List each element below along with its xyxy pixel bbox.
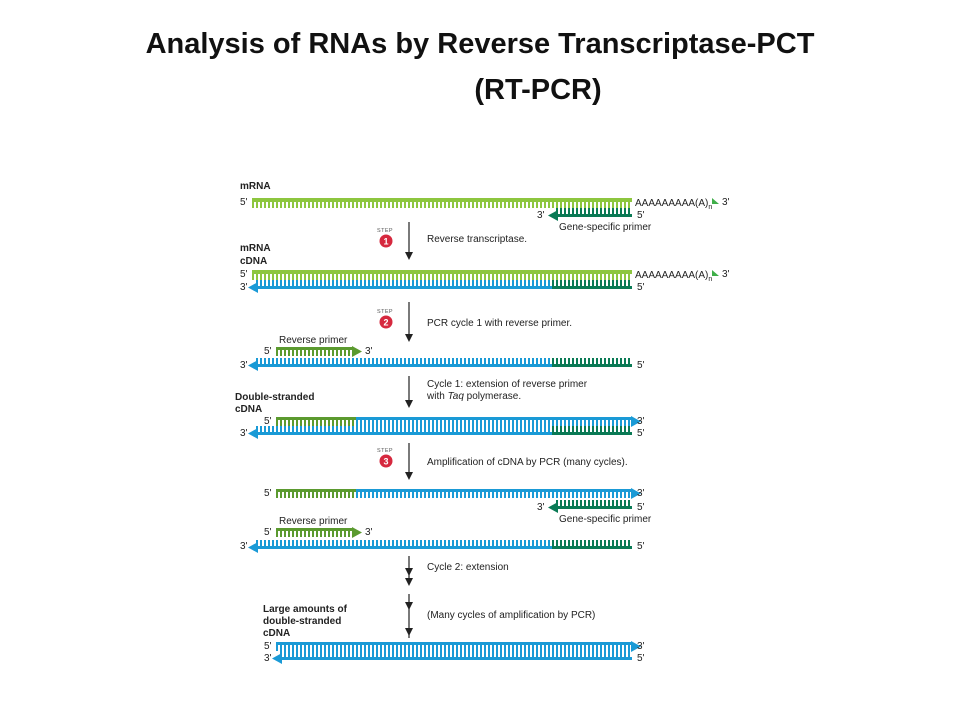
- end-label-5prime: 5': [264, 346, 272, 357]
- end-label-3prime: 3': [240, 282, 248, 293]
- cycle2-text: Cycle 2: extension: [427, 562, 509, 573]
- strand-bottom-cdna: [248, 426, 632, 439]
- gene-specific-primer-strand: [548, 500, 632, 513]
- end-label-5prime: 5': [240, 197, 248, 208]
- poly-a-tail: AAAAAAAAA(A)n: [635, 198, 712, 211]
- end-label-3prime: 3': [264, 653, 272, 664]
- svg-text:STEP: STEP: [377, 448, 393, 454]
- end-label-3prime: 3': [537, 210, 545, 221]
- svg-text:1: 1: [384, 237, 389, 247]
- svg-text:STEP: STEP: [377, 228, 393, 234]
- end-label-3prime: 3': [637, 488, 645, 499]
- label-gene-specific-primer: Gene-specific primer: [559, 222, 652, 233]
- strand-mrna: [252, 270, 632, 280]
- poly-a-arrowhead: [712, 270, 719, 276]
- step-badge: STEP 1: [377, 228, 393, 248]
- step-badge: STEP 2: [377, 309, 393, 329]
- end-label-5prime: 5': [240, 269, 248, 280]
- strand-bottom-cdna: [248, 540, 632, 553]
- label-mrna: mRNA: [240, 181, 271, 192]
- svg-text:3: 3: [384, 457, 389, 467]
- end-label-3prime: 3': [722, 269, 730, 280]
- end-label-5prime: 5': [264, 488, 272, 499]
- strand-cdna: [248, 358, 632, 371]
- down-arrow: [405, 443, 413, 480]
- down-arrow: [405, 376, 413, 408]
- down-arrow: [405, 302, 413, 342]
- end-label-3prime: 3': [637, 641, 645, 652]
- end-label-5prime: 5': [637, 428, 645, 439]
- page-subtitle: (RT-PCR): [474, 74, 602, 106]
- end-label-5prime: 5': [264, 416, 272, 427]
- down-arrow-double: [405, 594, 413, 638]
- step-text: PCR cycle 1 with reverse primer.: [427, 318, 572, 329]
- label-large-amounts: cDNA: [263, 628, 290, 639]
- down-arrow: [405, 222, 413, 260]
- svg-text:2: 2: [384, 318, 389, 328]
- strand-top-cdna: [276, 488, 641, 499]
- end-label-3prime: 3': [240, 360, 248, 371]
- end-label-3prime: 3': [637, 416, 645, 427]
- label-reverse-primer: Reverse primer: [279, 516, 348, 527]
- label-cdna: cDNA: [240, 256, 267, 267]
- step-text: Amplification of cDNA by PCR (many cycle…: [427, 457, 628, 468]
- reverse-primer-strand: [276, 527, 362, 538]
- strand-bottom-cdna: [272, 651, 632, 664]
- end-label-5prime: 5': [264, 641, 272, 652]
- many-cycles-text: (Many cycles of amplification by PCR): [427, 610, 595, 621]
- label-gene-specific-primer: Gene-specific primer: [559, 514, 652, 525]
- end-label-5prime: 5': [637, 653, 645, 664]
- svg-text:STEP: STEP: [377, 309, 393, 315]
- end-label-3prime: 3': [365, 346, 373, 357]
- gene-specific-primer-strand: [548, 208, 632, 221]
- end-label-3prime: 3': [240, 428, 248, 439]
- label-large-amounts: double-stranded: [263, 616, 341, 627]
- end-label-3prime: 3': [537, 502, 545, 513]
- end-label-5prime: 5': [637, 360, 645, 371]
- cycle1-text-taq: with Taq polymerase.: [426, 391, 521, 402]
- reverse-primer-strand: [276, 346, 362, 357]
- end-label-3prime: 3': [240, 541, 248, 552]
- label-mrna: mRNA: [240, 243, 271, 254]
- strand-top-cdna: [276, 641, 641, 652]
- strand-mrna: [252, 198, 632, 208]
- end-label-5prime: 5': [637, 541, 645, 552]
- end-label-5prime: 5': [637, 282, 645, 293]
- end-label-5prime: 5': [637, 502, 645, 513]
- strand-cdna: [248, 280, 632, 293]
- label-reverse-primer: Reverse primer: [279, 335, 348, 346]
- end-label-5prime: 5': [264, 527, 272, 538]
- poly-a-tail: AAAAAAAAA(A)n: [635, 270, 712, 283]
- end-label-3prime: 3': [722, 197, 730, 208]
- down-arrow-double: [405, 556, 413, 586]
- end-label-3prime: 3': [365, 527, 373, 538]
- step-text: Reverse transcriptase.: [427, 234, 527, 245]
- step-badge: STEP 3: [377, 448, 393, 468]
- strand-top-cdna: [276, 416, 641, 427]
- page-title: Analysis of RNAs by Reverse Transcriptas…: [145, 28, 815, 60]
- cycle1-text: Cycle 1: extension of reverse primer: [427, 379, 588, 390]
- label-large-amounts: Large amounts of: [263, 604, 348, 615]
- label-double-stranded: Double-stranded: [235, 392, 314, 403]
- poly-a-arrowhead: [712, 198, 719, 204]
- end-label-5prime: 5': [637, 210, 645, 221]
- label-cdna: cDNA: [235, 404, 262, 415]
